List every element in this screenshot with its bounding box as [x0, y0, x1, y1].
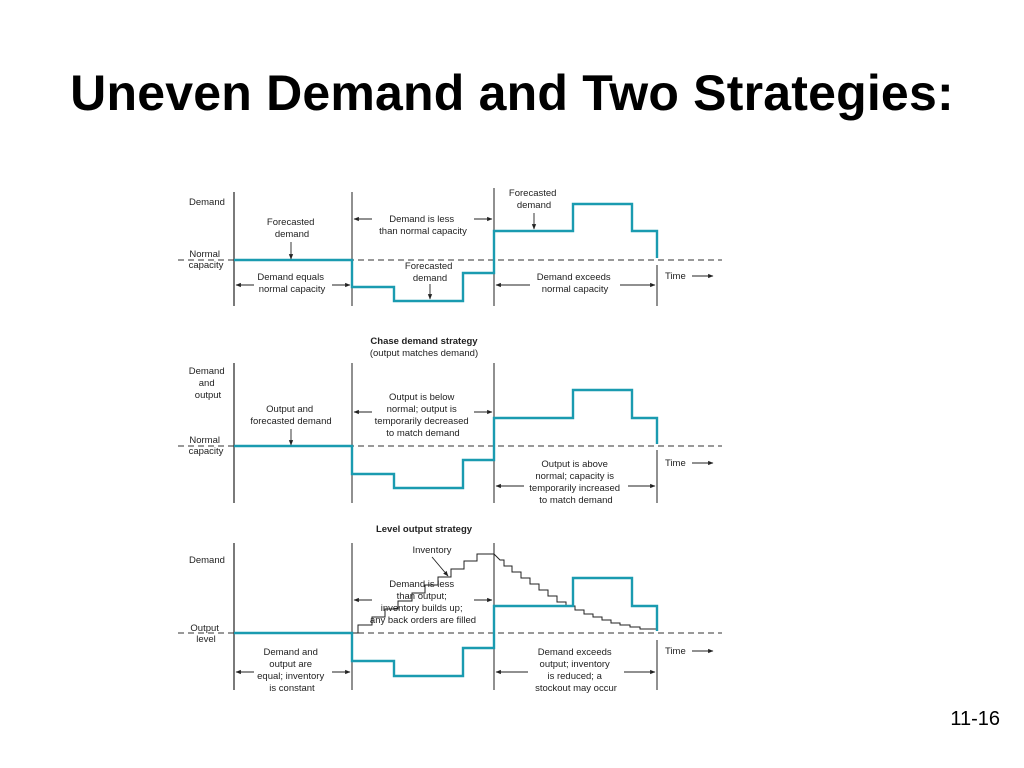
panel3-y-label: Demand: [189, 555, 225, 566]
panel3-exceeds-label: Demand exceeds output; inventory is redu…: [535, 647, 617, 694]
panel2-y-label: Demand and output: [189, 366, 228, 401]
panel1-baseline-label: Normal capacity: [189, 249, 224, 271]
panel2-below-label: Output is below normal; output is tempor…: [375, 392, 472, 439]
panel1-less-label: Demand is less than normal capacity: [379, 214, 467, 237]
panel3-inventory-label: Inventory: [412, 545, 451, 556]
panel3-inventory-arrow: [431, 556, 449, 577]
panel1-exceeds-label: Demand exceeds normal capacity: [537, 272, 614, 295]
panel1-demand-line: [234, 202, 659, 303]
page-title: Uneven Demand and Two Strategies:: [70, 65, 954, 121]
panel3-heading: Level output strategy: [376, 524, 473, 535]
panel1-forecast-right-label: Forecasted demand: [509, 188, 559, 211]
panel-uneven-demand: Demand Normal capacity Forecasted demand…: [178, 188, 722, 306]
panel3-demand-line: [234, 576, 659, 678]
panel1-forecast-mid-label: Forecasted demand: [405, 261, 455, 284]
panel2-heading: Chase demand strategy: [370, 336, 478, 347]
panel1-time-label: Time: [665, 271, 686, 282]
panel1-forecast-left-label: Forecasted demand: [267, 217, 317, 240]
panel2-output-line: [234, 388, 659, 490]
panel3-baseline-label: Output level: [190, 623, 221, 645]
panel2-time-label: Time: [665, 458, 686, 469]
panel2-left-label: Output and forecasted demand: [250, 404, 331, 427]
panel-level-output: Level output strategy Demand Output leve…: [178, 524, 722, 694]
panel2-baseline-label: Normal capacity: [189, 435, 224, 457]
panel3-inventory-line: [352, 553, 657, 634]
slide-number: 11-16: [950, 708, 1000, 730]
panel3-less-label: Demand is less than output; inventory bu…: [370, 579, 476, 626]
panel3-equal-label: Demand and output are equal; inventory i…: [257, 647, 327, 694]
panel3-time-label: Time: [665, 646, 686, 657]
panel2-above-label: Output is above normal; capacity is temp…: [529, 459, 622, 506]
panel2-subheading: (output matches demand): [370, 348, 478, 359]
panel-chase-demand: Chase demand strategy (output matches de…: [178, 336, 722, 506]
panel1-y-label: Demand: [189, 197, 225, 208]
panel1-equal-label: Demand equals normal capacity: [257, 272, 326, 295]
